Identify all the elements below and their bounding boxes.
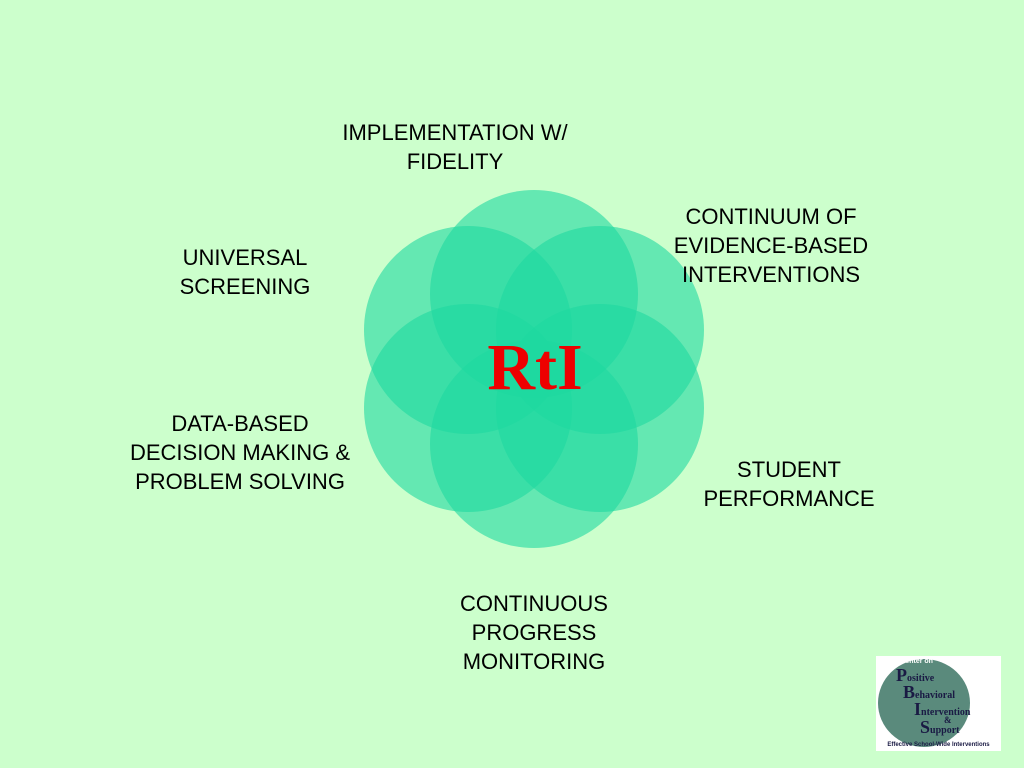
- logo-line-support: Support: [920, 718, 959, 738]
- logo-line-intervention: Intervention: [914, 700, 970, 720]
- logo-s-rest: upport: [930, 725, 960, 736]
- petal-upper-left: [364, 226, 572, 434]
- logo-line-behavioral: Behavioral: [903, 683, 955, 703]
- logo-ampersand: &: [944, 715, 952, 725]
- label-implementation-with-fidelity: IMPLEMENTATION W/ FIDELITY: [342, 120, 568, 174]
- label-universal-screening: UNIVERSAL SCREENING: [179, 245, 311, 299]
- logo-i-rest: ntervention: [921, 707, 971, 718]
- label-data-based-decision-making: DATA-BASED DECISION MAKING & PROBLEM SOL…: [129, 411, 351, 494]
- petal-circles: [364, 190, 704, 548]
- logo-line-positive: Positive: [896, 666, 934, 686]
- logo-footer: Effective School-Wide Interventions: [887, 742, 990, 748]
- logo-i-cap: I: [914, 699, 922, 719]
- pbis-logo: OSEP Center on Positive Behavioral Inter…: [876, 656, 1001, 751]
- logo-oval: [878, 659, 970, 747]
- center-label-rti: RtI: [487, 331, 583, 404]
- logo-b-cap: B: [903, 682, 916, 702]
- label-continuum-of-interventions: CONTINUUM OF EVIDENCE-BASED INTERVENTION…: [673, 204, 869, 287]
- logo-p-rest: ositive: [907, 673, 935, 684]
- logo-header: OSEP Center on: [879, 658, 933, 665]
- logo-p-cap: P: [896, 665, 907, 685]
- label-continuous-progress-monitoring: CONTINUOUS PROGRESS MONITORING: [460, 591, 608, 674]
- logo-s-cap: S: [920, 717, 931, 737]
- logo-b-rest: ehavioral: [915, 690, 956, 701]
- label-student-performance: STUDENT PERFORMANCE: [703, 457, 875, 511]
